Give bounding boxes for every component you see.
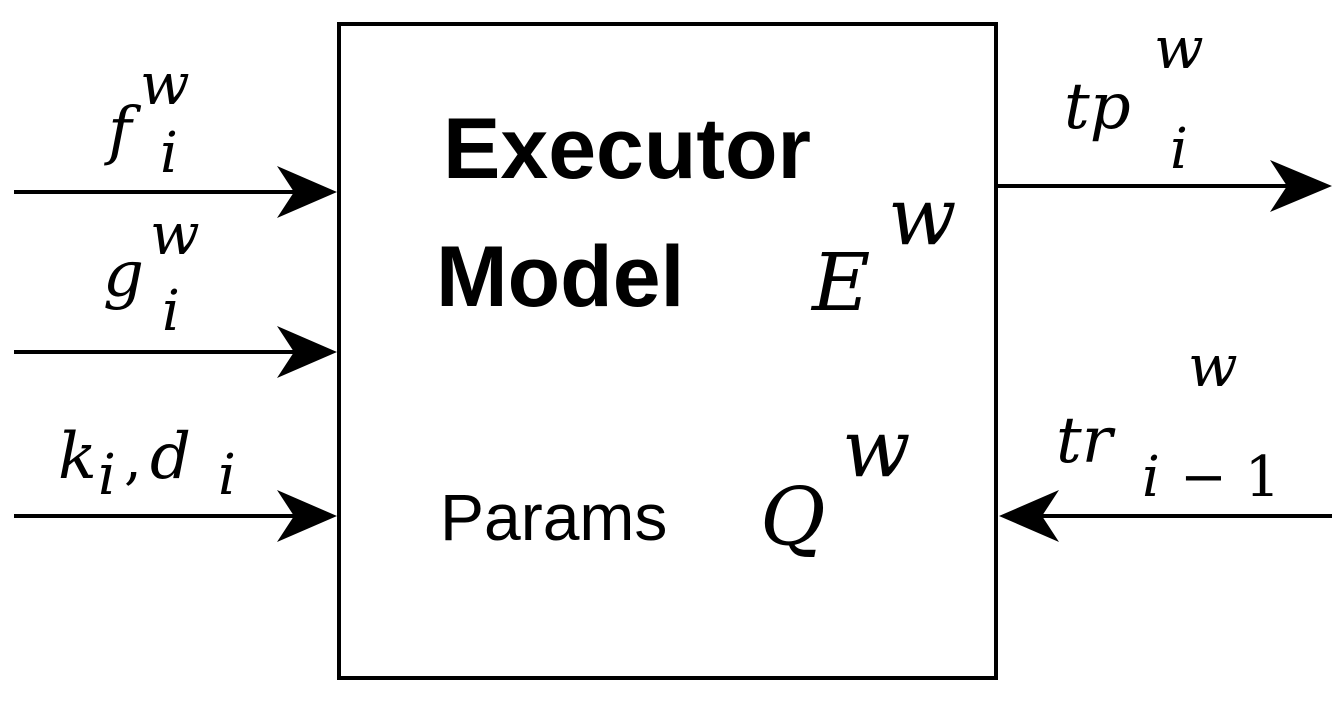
input-g-base: g xyxy=(103,238,144,312)
block-title-line1: Executor xyxy=(443,101,811,197)
output-tp-base: tp xyxy=(1064,70,1131,144)
feedback-arrow-tr xyxy=(999,490,1332,542)
model-superscript: w xyxy=(888,170,956,263)
feedback-tr-base: tr xyxy=(1056,404,1116,478)
feedback-tr-superscript: w xyxy=(1188,332,1238,400)
executor-model-block xyxy=(337,22,998,680)
block-title-line2: Model xyxy=(436,229,684,325)
input-f-subscript: i xyxy=(160,121,178,186)
output-tp-superscript: w xyxy=(1154,14,1204,82)
output-tp-subscript: i xyxy=(1170,117,1188,182)
input-d-base: d xyxy=(150,420,191,494)
input-k-base: k xyxy=(58,420,97,494)
input-arrow-kd xyxy=(14,490,337,542)
input-d-subscript: i xyxy=(218,443,236,508)
input-g-superscript: w xyxy=(150,200,200,268)
input-g-subscript: i xyxy=(162,279,180,344)
feedback-tr-subscript-index: i xyxy=(1142,445,1160,510)
params-label: Params xyxy=(440,480,667,554)
feedback-tr-subscript-rest: − 1 xyxy=(1180,445,1280,510)
input-kd-separator: , xyxy=(124,427,142,492)
input-arrow-g xyxy=(14,326,337,378)
input-f-base: f xyxy=(104,94,142,168)
params-symbol: Q xyxy=(760,470,826,563)
output-arrow-tp xyxy=(998,160,1332,212)
input-arrow-f xyxy=(14,166,337,218)
params-superscript: w xyxy=(842,402,910,495)
input-f-superscript: w xyxy=(140,50,190,118)
model-symbol: E xyxy=(810,236,870,329)
input-k-subscript: i xyxy=(98,443,116,508)
